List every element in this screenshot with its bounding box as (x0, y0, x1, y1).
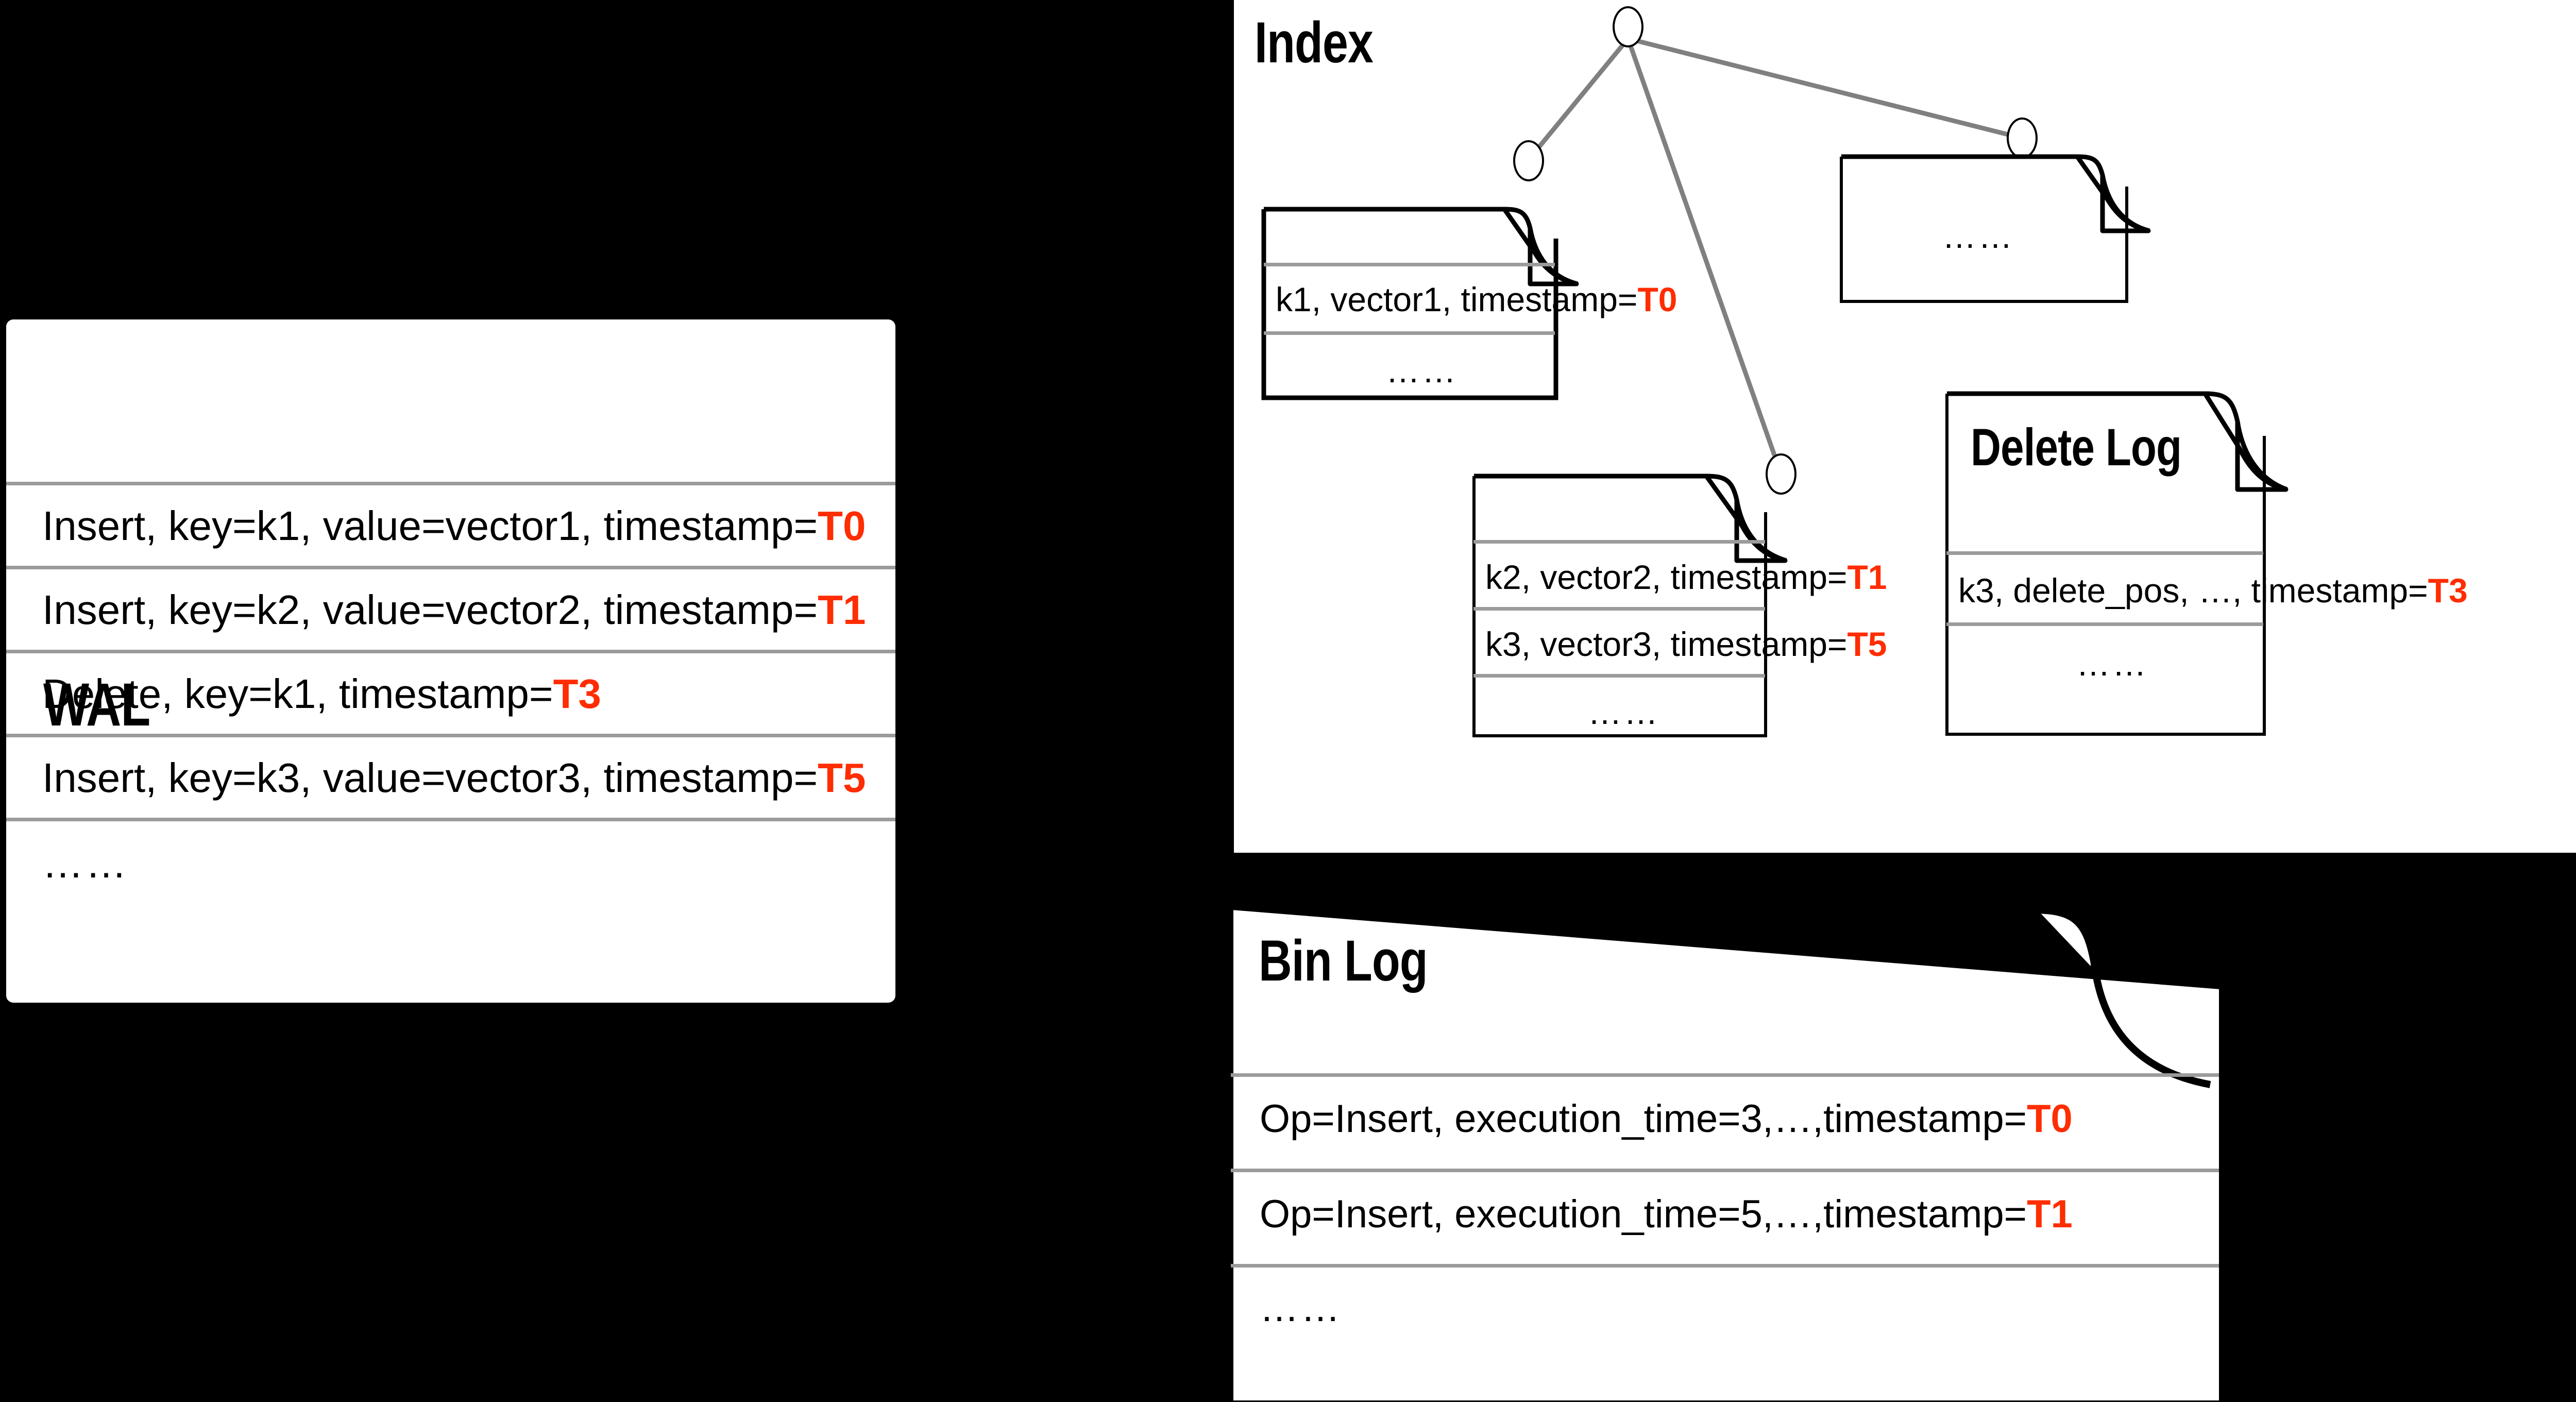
index-leaf-k1-row-0-timestamp: T0 (1637, 280, 1677, 318)
bin-log-row-0-timestamp: T0 (2027, 1097, 2073, 1141)
delete-log-card: Delete Log k3, delete_pos, …, timestamp=… (1945, 391, 2468, 737)
wal-row-2-text: Delete, key=k1, timestamp= (42, 671, 553, 717)
wal-row-2: Delete, key=k1, timestamp=T3 (42, 670, 601, 718)
index-leaf-card-k1: k1, vector1, timestamp=T0 …… (1261, 207, 1677, 400)
wal-row-1-timestamp: T1 (818, 587, 866, 633)
index-tree-left-node[interactable] (1513, 140, 1544, 181)
bin-log-separator (1231, 1073, 2219, 1077)
wal-separator (6, 482, 895, 485)
index-panel: Index k1, vector1, t (1234, 0, 2576, 853)
bin-log-row-1-text: Op=Insert, execution_time=5,…,timestamp= (1260, 1192, 2027, 1236)
bin-log-row-0: Op=Insert, execution_time=3,…,timestamp=… (1260, 1096, 2073, 1141)
index-tree-right-node[interactable] (2007, 117, 2038, 159)
wal-row-1: Insert, key=k2, value=vector2, timestamp… (42, 586, 866, 634)
wal-row-3-timestamp: T5 (818, 755, 866, 801)
index-leaf-card-right: …… (1839, 154, 2151, 303)
wal-row-1-text: Insert, key=k2, value=vector2, timestamp… (42, 587, 818, 633)
bin-log-title: Bin Log (1259, 928, 1428, 993)
index-tree-edges (1527, 36, 2023, 475)
wal-separator (6, 566, 895, 569)
bin-log-row-0-text: Op=Insert, execution_time=3,…,timestamp= (1260, 1097, 2027, 1141)
delete-log-row-0-text: k3, delete_pos, …, timestamp= (1958, 571, 2428, 610)
wal-row-0-text: Insert, key=k1, value=vector1, timestamp… (42, 503, 818, 549)
index-leaf-k2k3-ellipsis: …… (1588, 693, 1660, 731)
wal-row-2-timestamp: T3 (553, 671, 601, 717)
bin-log-row-1: Op=Insert, execution_time=5,…,timestamp=… (1260, 1192, 2073, 1237)
index-leaf-k1-ellipsis: …… (1386, 351, 1458, 390)
index-leaf-right-ellipsis: …… (1942, 217, 2014, 255)
delete-log-row-0-timestamp: T3 (2428, 571, 2468, 610)
index-leaf-k1-row-0: k1, vector1, timestamp=T0 (1276, 280, 1677, 319)
bin-log-separator (1231, 1169, 2219, 1172)
wal-row-3: Insert, key=k3, value=vector3, timestamp… (42, 754, 866, 802)
wal-panel: WAL Insert, key=k1, value=vector1, times… (6, 319, 895, 1003)
wal-separator (6, 734, 895, 737)
bin-log-row-1-timestamp: T1 (2027, 1192, 2073, 1236)
index-leaf-k2k3-row-0: k2, vector2, timestamp=T1 (1485, 558, 1887, 597)
delete-log-separator (1946, 622, 2263, 626)
wal-ellipsis: …… (42, 840, 129, 886)
index-leaf-k2k3-row-1: k3, vector3, timestamp=T5 (1485, 624, 1887, 664)
index-leaf-k1-separator (1264, 331, 1555, 335)
wal-title: WAL (43, 671, 150, 739)
wal-separator (6, 818, 895, 821)
delete-log-separator (1946, 551, 2263, 555)
wal-row-3-text: Insert, key=k3, value=vector3, timestamp… (42, 755, 818, 801)
wal-separator (6, 650, 895, 653)
index-leaf-k2k3-row-0-text: k2, vector2, timestamp= (1485, 558, 1848, 596)
index-leaf-k1-separator (1264, 263, 1555, 266)
index-leaf-k2k3-separator (1473, 674, 1765, 678)
index-leaf-k2k3-separator (1473, 540, 1765, 544)
index-tree-middle-node[interactable] (1766, 453, 1797, 495)
bin-log-separator (1231, 1264, 2219, 1268)
delete-log-title: Delete Log (1971, 418, 2182, 477)
bin-log-ellipsis: …… (1260, 1286, 1342, 1330)
wal-row-0-timestamp: T0 (818, 503, 866, 549)
delete-log-row-0: k3, delete_pos, …, timestamp=T3 (1958, 571, 2468, 610)
index-leaf-k2k3-row-1-text: k3, vector3, timestamp= (1485, 625, 1848, 663)
index-leaf-k2k3-row-0-timestamp: T1 (1847, 558, 1887, 596)
index-title: Index (1255, 10, 1374, 75)
index-leaf-k2k3-row-1-timestamp: T5 (1847, 625, 1887, 663)
bin-log-card: Bin Log Op=Insert, execution_time=3,…,ti… (1229, 906, 2222, 1402)
index-tree-root-node[interactable] (1613, 6, 1643, 47)
delete-log-ellipsis: …… (2076, 645, 2148, 683)
index-leaf-card-k2k3: k2, vector2, timestamp=T1 k3, vector3, t… (1472, 474, 1887, 738)
index-leaf-k2k3-separator (1473, 607, 1765, 611)
index-leaf-k1-row-0-text: k1, vector1, timestamp= (1276, 280, 1638, 318)
wal-row-0: Insert, key=k1, value=vector1, timestamp… (42, 502, 866, 550)
